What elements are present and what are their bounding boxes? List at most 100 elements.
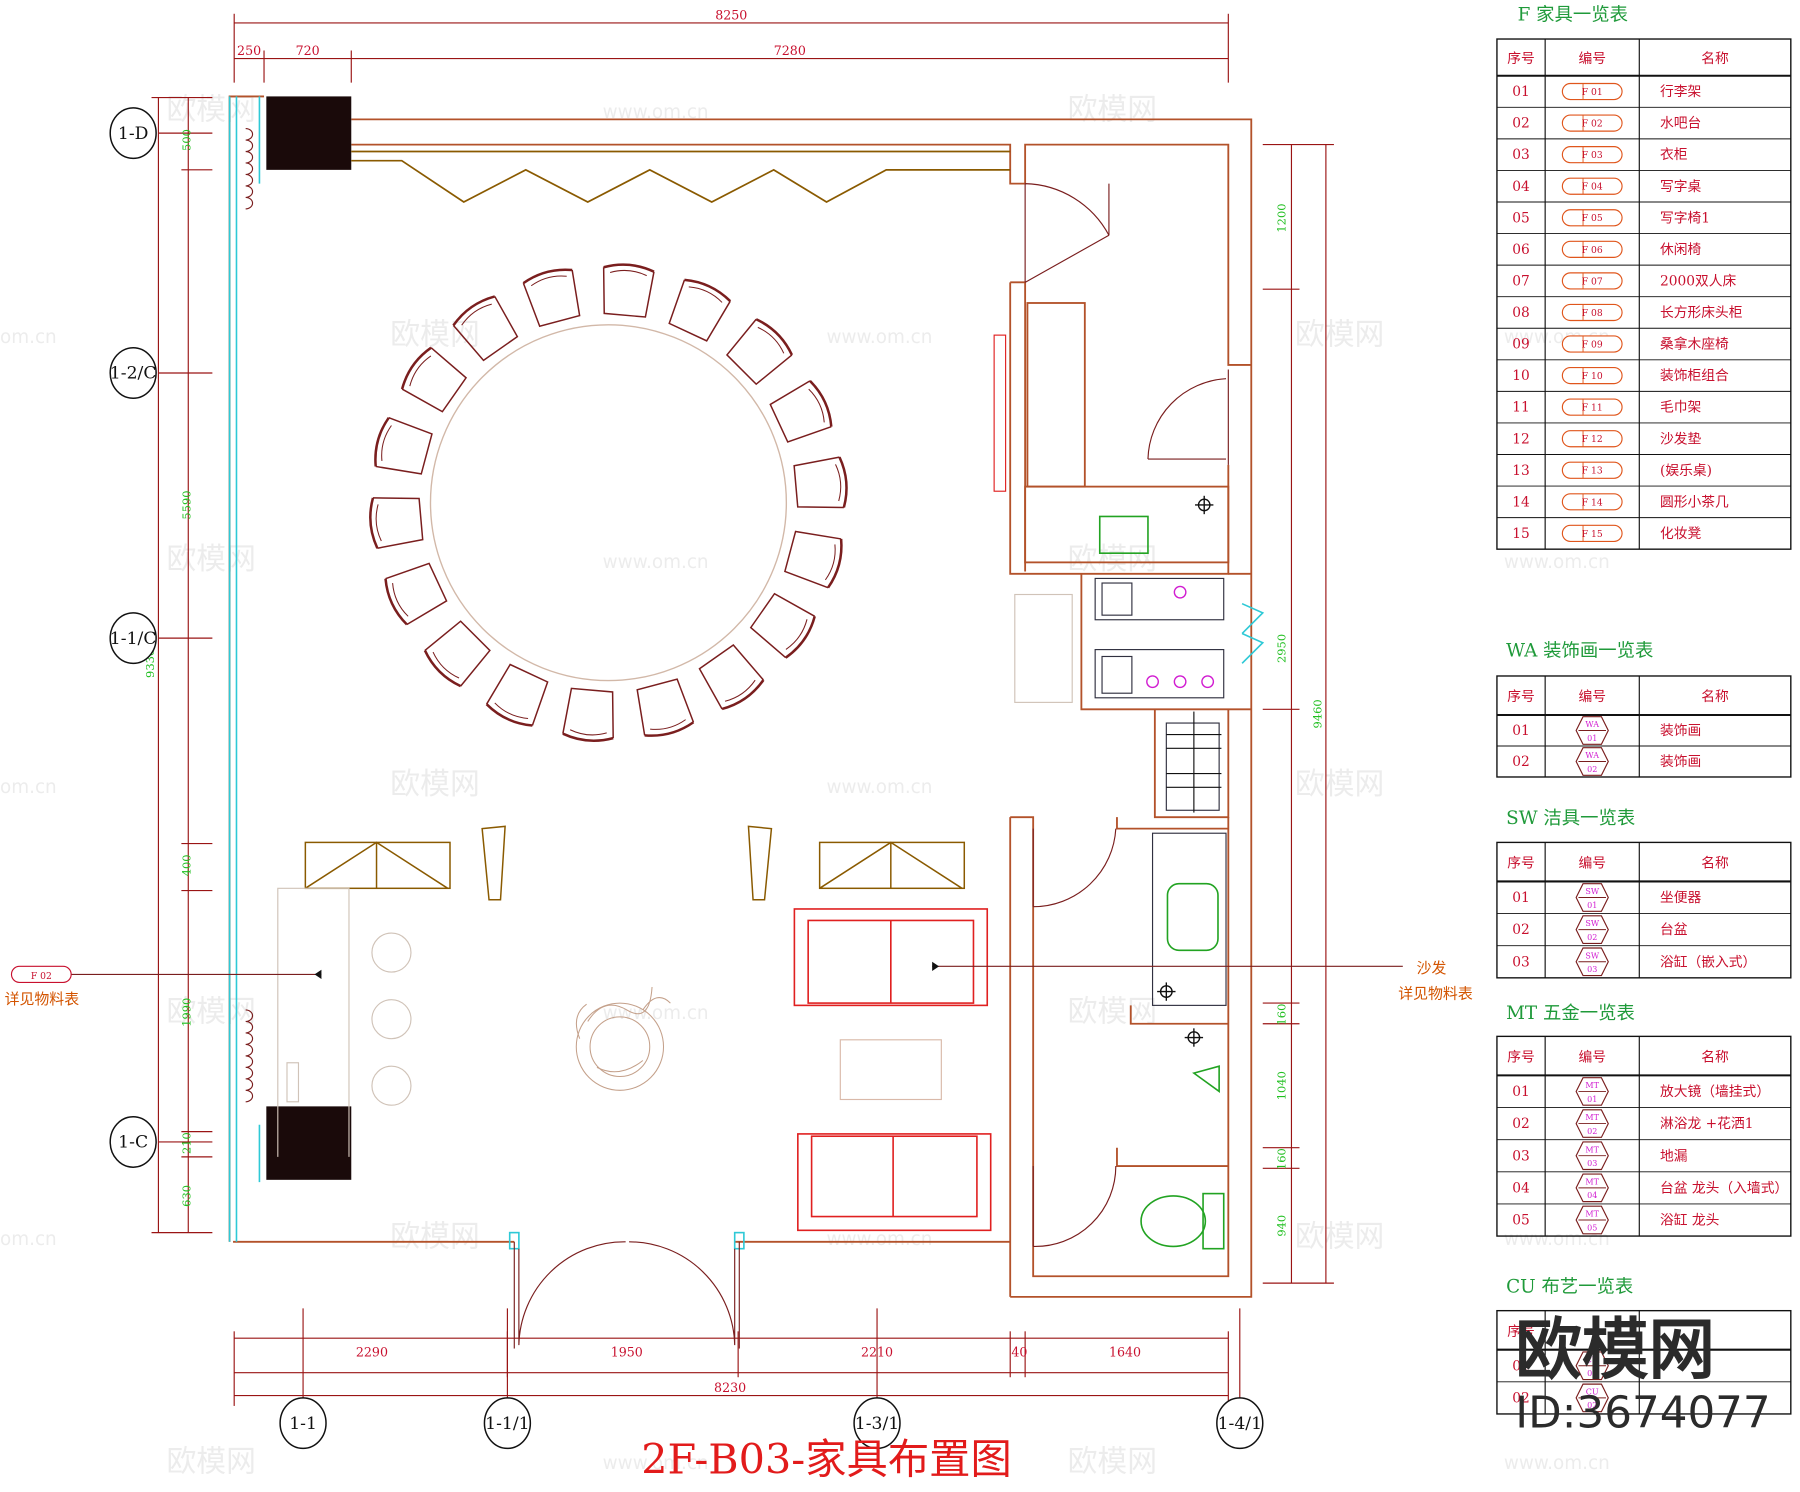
row-name: 桑拿木座椅: [1660, 336, 1729, 353]
watermark-layer: 欧模网 欧模网 欧模网 欧模网 欧模网 欧模网 欧模网 欧模网 欧模网 欧模网 …: [0, 92, 1610, 1479]
row-number: 01: [1512, 84, 1530, 100]
watermark-text: 欧模网: [1295, 767, 1384, 802]
row-number: 04: [1512, 1180, 1530, 1196]
row-number: 15: [1512, 526, 1530, 542]
row-code: F 01: [1582, 87, 1603, 98]
chairs-ring: [369, 263, 848, 743]
dim-bottom-seg: 2210: [861, 1345, 893, 1360]
row-code: F 09: [1582, 339, 1603, 350]
row-number: 12: [1512, 431, 1530, 447]
dim-right-seg: 1040: [1275, 1071, 1289, 1100]
drain-symbols: [1157, 495, 1214, 1047]
dim-left-seg: 630: [180, 1185, 194, 1207]
watermark-text: 欧模网: [1068, 92, 1157, 127]
row-name: 浴缸（嵌入式）: [1660, 953, 1756, 970]
row-name: 台盆: [1660, 922, 1688, 938]
chair: [485, 663, 549, 727]
chair: [636, 678, 695, 737]
axis-label: 1-1: [289, 1414, 317, 1434]
row-name: 装饰画: [1660, 723, 1701, 739]
dim-top-seg: 7280: [774, 43, 806, 58]
dim-left-seg: 500: [180, 129, 194, 151]
chair: [668, 278, 732, 342]
row-number: 10: [1512, 368, 1530, 384]
row-name: 放大镜（墙挂式）: [1660, 1084, 1770, 1100]
watermark-url: om.cn: [0, 327, 57, 348]
row-code-bottom: 03: [1587, 1159, 1597, 1168]
table-header: 序号: [1507, 856, 1535, 872]
row-code-bottom: 02: [1587, 1127, 1597, 1136]
row-code: F 06: [1582, 245, 1603, 256]
table-header: 序号: [1507, 51, 1535, 67]
dim-bottom-total: 8230: [714, 1380, 746, 1395]
row-name: 化妆凳: [1660, 526, 1702, 542]
table-title: SW 洁具一览表: [1506, 808, 1635, 829]
watermark-text: 欧模网: [166, 994, 255, 1029]
row-number: 14: [1512, 494, 1530, 510]
dimension-text: 8250 250 720 7280 2290 1950 2210 40 1640…: [143, 8, 1324, 1396]
watermark-url: www.om.cn: [827, 327, 933, 348]
row-code-bottom: 03: [1587, 965, 1597, 974]
chair: [452, 295, 519, 362]
row-number: 02: [1512, 754, 1530, 770]
drawing-title: 2F-B03-家具布置图: [641, 1436, 1012, 1484]
dim-top-seg: 720: [296, 43, 320, 58]
row-name: 圆形小茶几: [1660, 494, 1729, 510]
row-name: 休闲椅: [1660, 242, 1702, 258]
watermark-url: www.om.cn: [603, 102, 709, 123]
watermark-text: 欧模网: [166, 1444, 255, 1479]
round-table: [429, 324, 788, 682]
row-code-bottom: 05: [1587, 1223, 1597, 1232]
watermark-text: 欧模网: [390, 767, 479, 802]
sofa-label: 沙发: [1417, 959, 1447, 977]
row-code: F 12: [1582, 434, 1603, 445]
row-number: 04: [1512, 179, 1530, 195]
axis-labels: 1-D 1-2/C 1-1/C 1-C 1-1 1-1/1 1-3/1 1-4/…: [110, 124, 1262, 1434]
row-number: 02: [1512, 922, 1530, 938]
walls: [228, 95, 1253, 1298]
row-name: 水吧台: [1660, 116, 1701, 132]
axis-label: 1-2/C: [110, 364, 157, 384]
chair: [725, 318, 794, 386]
tv-panel: [993, 334, 1007, 492]
row-code: F 13: [1582, 466, 1603, 477]
watermark-text: 欧模网: [1295, 1219, 1384, 1254]
row-code-top: MT: [1585, 1113, 1599, 1122]
dim-left-seg: 400: [180, 854, 194, 876]
axis-label: 1-1/C: [110, 629, 157, 649]
table-header: 编号: [1578, 689, 1606, 705]
glass-wall: [228, 96, 1265, 1250]
row-name: (娱乐桌): [1660, 463, 1712, 479]
coffee-table: [839, 1039, 942, 1101]
logo-id: ID:3674077: [1515, 1389, 1770, 1439]
watermark-url: www.om.cn: [603, 1453, 709, 1474]
row-name: 行李架: [1660, 84, 1702, 100]
row-number: 01: [1512, 1084, 1530, 1100]
window-curtain: [351, 150, 1011, 203]
table-header: 名称: [1701, 856, 1729, 872]
row-name: 长方形床头柜: [1660, 305, 1743, 321]
row-number: 03: [1512, 1148, 1530, 1164]
towel-rack: [1166, 711, 1222, 813]
row-number: 06: [1512, 242, 1530, 258]
row-code-top: WA: [1585, 720, 1599, 729]
chair: [423, 620, 491, 688]
watermark-url: www.om.cn: [1504, 1453, 1610, 1474]
row-code-top: SW: [1585, 887, 1599, 896]
dim-bottom-seg: 2290: [356, 1345, 388, 1360]
bath-fixtures: [1098, 515, 1225, 1250]
chair: [400, 346, 468, 413]
